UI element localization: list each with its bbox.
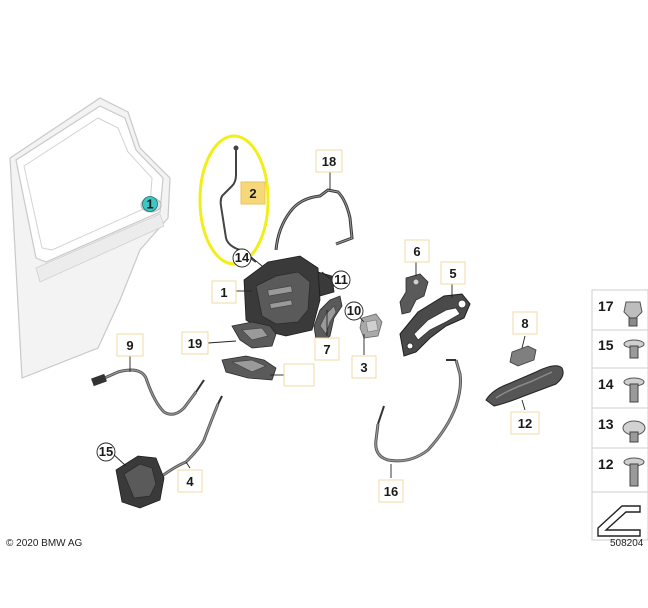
callout-6[interactable]: 6 <box>404 239 430 263</box>
svg-text:18: 18 <box>322 154 336 169</box>
cable-part-4 <box>161 395 223 478</box>
callout-14-circle[interactable]: 11 <box>331 270 351 290</box>
rod-part-2 <box>219 145 257 263</box>
callout-9[interactable]: 16 <box>378 479 404 503</box>
panel-row-15[interactable]: 15 <box>598 337 645 359</box>
callout-15-circle[interactable]: 15 <box>96 442 116 462</box>
leader-lines <box>111 171 526 478</box>
cable-part-9 <box>374 359 462 463</box>
svg-text:1: 1 <box>220 285 227 300</box>
panel-row-17[interactable]: 17 <box>598 298 643 327</box>
svg-text:1: 1 <box>146 197 153 212</box>
bracket-part-6 <box>399 273 429 315</box>
svg-text:8: 8 <box>521 316 528 331</box>
cable-part-10 <box>91 368 205 416</box>
cover-part-18 <box>231 321 277 349</box>
highlight-ellipse <box>198 134 270 266</box>
callout-3[interactable]: 3 <box>351 355 377 379</box>
rear-door-shell <box>9 97 171 379</box>
svg-text:9: 9 <box>126 338 133 353</box>
svg-text:3: 3 <box>360 360 367 375</box>
callout-5[interactable]: 5 <box>440 261 466 285</box>
svg-text:11: 11 <box>334 272 348 287</box>
svg-text:5: 5 <box>449 266 456 281</box>
callout-10[interactable]: 9 <box>116 333 144 357</box>
diagram-number: 508204 <box>610 538 644 549</box>
panel-row-12[interactable]: 12 <box>598 456 645 487</box>
svg-text:10: 10 <box>347 303 361 318</box>
fastener-side-panel: 17 15 14 13 12 <box>591 289 648 541</box>
panel-row-13[interactable]: 13 <box>598 416 646 443</box>
svg-text:14: 14 <box>235 250 250 265</box>
door-lock-part-1 <box>243 255 335 337</box>
callout-7[interactable]: 7 <box>314 337 340 361</box>
wire-bow-part-16 <box>274 188 354 251</box>
callout-11[interactable]: 12 <box>510 411 540 435</box>
cover-part-19 <box>221 355 277 381</box>
svg-text:15: 15 <box>99 444 113 459</box>
callout-12-circle[interactable]: 10 <box>344 301 364 321</box>
callout-19[interactable] <box>283 363 315 387</box>
svg-text:17: 17 <box>598 298 614 314</box>
svg-text:7: 7 <box>323 342 330 357</box>
callout-17-circle[interactable]: 14 <box>232 248 252 268</box>
svg-text:6: 6 <box>413 244 420 259</box>
panel-row-14[interactable]: 14 <box>598 376 645 403</box>
outer-handle-part-11 <box>485 365 564 407</box>
cover-cap-part-8 <box>509 345 537 367</box>
callout-labels: 1 2 14 18 11 1 6 <box>96 149 540 503</box>
callout-1-door[interactable]: 1 <box>142 196 158 212</box>
lock-part-15 <box>115 455 165 509</box>
copyright-text: © 2020 BMW AG <box>6 538 83 549</box>
callout-8[interactable]: 8 <box>512 311 538 335</box>
svg-text:13: 13 <box>598 416 614 432</box>
svg-text:2: 2 <box>249 186 256 201</box>
callout-4[interactable]: 4 <box>177 469 203 493</box>
callout-16[interactable]: 18 <box>315 149 343 173</box>
orientation-arrow-icon <box>597 505 641 537</box>
callout-18[interactable]: 19 <box>181 331 209 355</box>
svg-text:12: 12 <box>518 416 532 431</box>
callout-2[interactable]: 2 <box>240 181 266 205</box>
svg-text:16: 16 <box>384 484 398 499</box>
handle-carrier-part-5 <box>399 293 471 357</box>
callout-1-lock[interactable]: 1 <box>211 280 237 304</box>
svg-text:15: 15 <box>598 337 614 353</box>
svg-text:14: 14 <box>598 376 614 392</box>
svg-text:12: 12 <box>598 456 614 472</box>
svg-text:19: 19 <box>188 336 202 351</box>
small-part-12 <box>359 313 383 339</box>
svg-text:4: 4 <box>186 474 194 489</box>
